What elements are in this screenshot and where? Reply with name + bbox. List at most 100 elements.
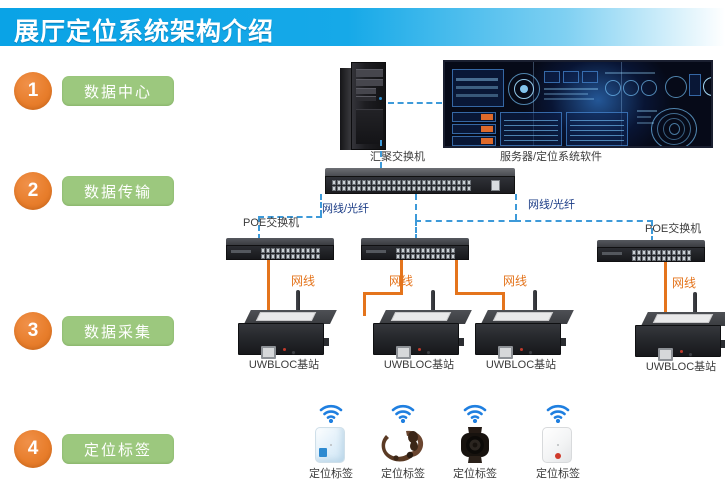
wire-poe-mid-to-bs2: [363, 292, 366, 316]
display-seam: [532, 62, 534, 146]
display-bar: [544, 93, 588, 95]
base-station-front: [373, 323, 459, 359]
display-panel: [452, 69, 504, 107]
display-panel: [582, 71, 598, 83]
step-1[interactable]: 1 数据中心: [14, 72, 174, 110]
base-station-front: [238, 323, 324, 359]
tag-device-watch-brown: [381, 430, 424, 462]
display-radar: [651, 108, 697, 146]
poe-switch-label-right: POE交换机: [645, 223, 702, 235]
wifi-signal-icon: [546, 404, 570, 423]
base-station-ethernet-port: [498, 346, 513, 359]
poe-port-row: [261, 248, 320, 253]
link-agg-down-mid: [415, 194, 417, 220]
antenna-icon: [431, 290, 435, 320]
step-1-number: 1: [14, 72, 52, 110]
base-station-led: [418, 348, 421, 351]
poe-port-row: [261, 254, 320, 259]
server-drive-bay: [356, 69, 383, 77]
antenna-icon: [296, 290, 300, 320]
poe-port-row: [632, 256, 691, 261]
server-drive-bay: [356, 88, 376, 94]
step-3-label: 数据采集: [62, 316, 174, 346]
tag-device-watch-black: [461, 427, 489, 463]
poe-brand-mark: [366, 250, 386, 253]
switch-chassis-top: [325, 168, 515, 176]
base-station-2-label: UWBLOC基站: [383, 359, 455, 371]
switch-front-panel: [325, 176, 515, 194]
base-station-led: [520, 348, 523, 351]
display-radar: [669, 123, 680, 135]
link-poe-right-drop: [651, 220, 653, 242]
link-display-to-agg-switch: [380, 140, 382, 168]
server-tower: [340, 62, 386, 150]
tag-indicator-strip: [319, 448, 327, 457]
base-station-mount-ear: [459, 338, 464, 346]
display-dial: [641, 80, 657, 96]
server-vent-grille: [356, 109, 383, 144]
display-bar: [605, 72, 655, 74]
poe-front-panel: [597, 247, 705, 262]
display-panel: [544, 71, 560, 83]
base-station-mount-ear: [561, 338, 566, 346]
base-station-1: UWBLOC基站: [238, 290, 337, 371]
server-power-led: [379, 97, 382, 100]
display-bar: [544, 88, 598, 90]
page-title: 展厅定位系统架构介绍: [14, 18, 275, 46]
base-station-mount-ear: [721, 340, 725, 348]
wifi-signal-icon: [319, 404, 343, 423]
step-1-label: 数据中心: [62, 76, 174, 106]
link-agg-mid-run: [415, 220, 515, 222]
base-station-connector: [426, 350, 431, 355]
display-gauge-core: [520, 85, 528, 93]
display-gauge-ring: [514, 79, 534, 99]
step-2[interactable]: 2 数据传输: [14, 172, 174, 210]
display-dial: [665, 76, 687, 98]
poe-brand-mark: [602, 252, 622, 255]
fiber-label-left: 网线/光纤: [322, 203, 370, 215]
poe-switch-middle: [361, 238, 469, 260]
base-station-4: UWBLOC基站: [635, 292, 725, 373]
base-station-ethernet-port: [658, 348, 673, 361]
display-bar: [456, 78, 498, 81]
wire-poe-mid-left-run: [363, 292, 403, 295]
server-drive-bay: [356, 79, 383, 86]
title-banner: 展厅定位系统架构介绍: [0, 8, 725, 46]
base-station-1-label: UWBLOC基站: [248, 359, 320, 371]
display-panel: [689, 74, 701, 96]
display-kpi: [452, 124, 496, 134]
step-4-number: 4: [14, 430, 52, 468]
location-tag-2-label: 定位标签: [381, 468, 425, 480]
tag-device-card: [542, 427, 572, 463]
server-front-panel: [351, 62, 386, 150]
base-station-ethernet-port: [261, 346, 276, 359]
antenna-icon: [533, 290, 537, 320]
step-3-number: 3: [14, 312, 52, 350]
display-label: 服务器/定位系统软件: [500, 151, 603, 163]
display-kpi: [452, 136, 496, 146]
base-station-front: [635, 325, 721, 361]
base-station-3-label: UWBLOC基站: [485, 359, 557, 371]
base-station-top-panel: [652, 314, 714, 323]
server-drive-bay: [356, 96, 376, 101]
wire-label-2: 网线: [389, 274, 414, 288]
antenna-icon: [693, 292, 697, 322]
switch-port-row: [332, 180, 471, 185]
display-bar: [637, 116, 651, 118]
step-4[interactable]: 4 定位标签: [14, 430, 174, 468]
wire-poe-mid-left-drop: [400, 260, 403, 292]
poe-brand-mark: [231, 250, 251, 253]
server-side-panel: [340, 68, 351, 150]
display-panel: [563, 71, 579, 83]
base-station-ethernet-port: [396, 346, 411, 359]
base-station-top-panel: [492, 312, 554, 321]
step-2-label: 数据传输: [62, 176, 174, 206]
base-station-led: [283, 348, 286, 351]
poe-chassis-top: [597, 240, 705, 247]
aggregation-switch: [325, 168, 515, 194]
wire-label-4: 网线: [672, 276, 697, 290]
step-2-number: 2: [14, 172, 52, 210]
base-station-connector: [291, 350, 296, 355]
wire-poe-mid-right-drop: [455, 260, 458, 292]
step-3[interactable]: 3 数据采集: [14, 312, 174, 350]
